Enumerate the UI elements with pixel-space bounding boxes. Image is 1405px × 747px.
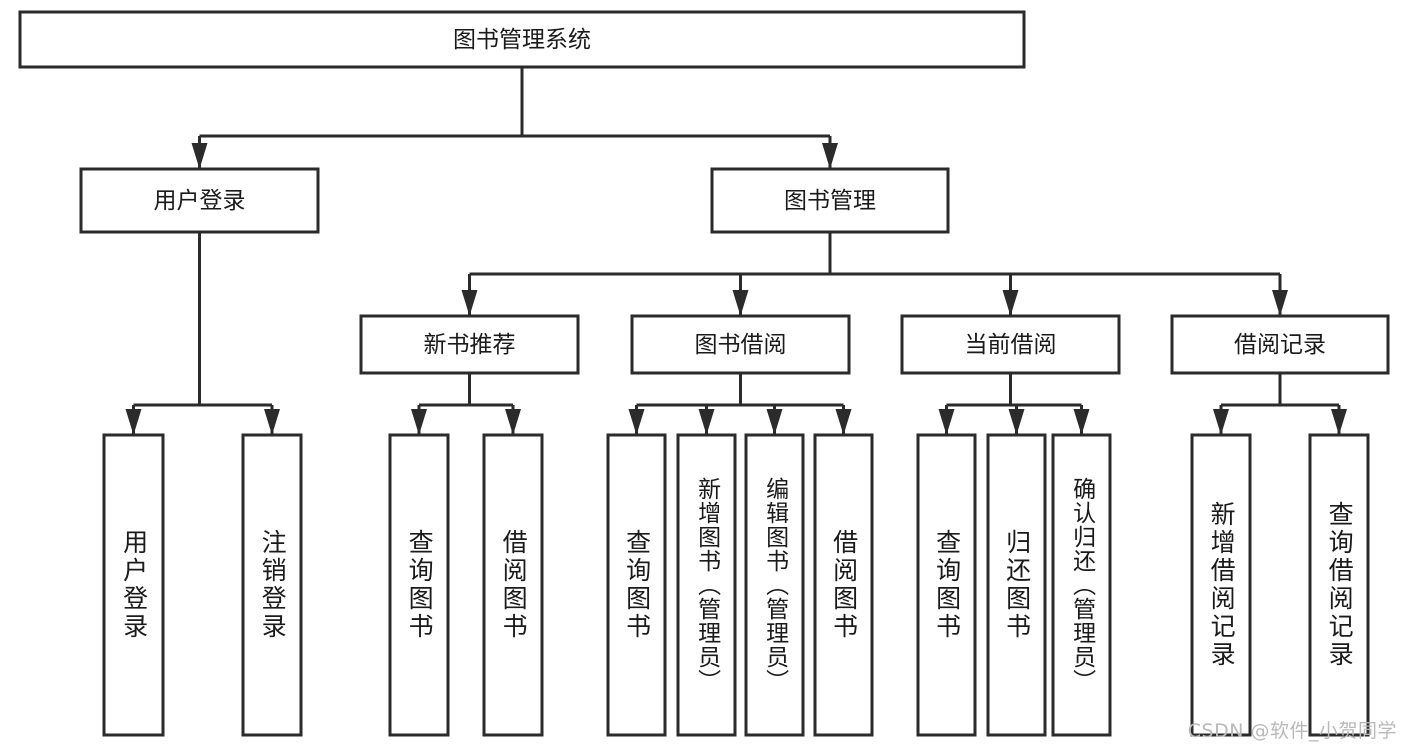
node-label-borrow-record: 借阅记录 <box>1234 332 1326 358</box>
arrowhead-leaf-return-book <box>1008 409 1025 435</box>
arrowhead-user-login <box>191 143 208 169</box>
connector-lines <box>125 67 1347 435</box>
arrowhead-leaf-borrow-book-recommend <box>505 409 521 435</box>
arrowhead-leaf-query-book-borrow <box>628 409 645 435</box>
node-box-leaf-borrow-book[interactable] <box>813 433 874 737</box>
arrowhead-leaf-user-login <box>125 409 142 435</box>
node-box-book-manage[interactable] <box>710 167 950 234</box>
node-box-leaf-user-login[interactable] <box>102 433 165 737</box>
node-box-borrow-record[interactable] <box>1170 314 1390 375</box>
arrowhead-book-borrow <box>732 290 749 316</box>
node-box-leaf-logout[interactable] <box>241 433 303 737</box>
arrowhead-leaf-logout <box>264 409 280 435</box>
node-box-leaf-add-book-admin[interactable] <box>676 433 737 737</box>
node-label-new-book-recommend: 新书推荐 <box>424 332 516 358</box>
node-box-leaf-edit-book-admin[interactable] <box>744 433 805 737</box>
node-label-current-borrow: 当前借阅 <box>965 332 1057 358</box>
arrowhead-book-manage <box>822 143 838 169</box>
arrowhead-leaf-add-borrow-record <box>1213 409 1229 435</box>
node-boxes <box>18 10 1390 737</box>
arrowhead-leaf-edit-book-admin <box>766 409 783 435</box>
arrowhead-leaf-add-book-admin <box>698 409 715 435</box>
node-label-root: 图书管理系统 <box>453 27 591 53</box>
arrowhead-leaf-query-borrow-record <box>1331 409 1347 435</box>
arrowhead-leaf-query-book-recommend <box>411 409 427 435</box>
node-box-user-login[interactable] <box>79 167 320 234</box>
node-box-leaf-query-book-recommend[interactable] <box>388 433 450 737</box>
node-box-leaf-query-book-borrow[interactable] <box>606 433 667 737</box>
arrowhead-leaf-borrow-book <box>835 409 852 435</box>
csdn-watermark: CSDN @软件_小贺同学 <box>1187 720 1397 742</box>
node-box-current-borrow[interactable] <box>900 314 1121 375</box>
node-box-root[interactable] <box>18 10 1026 69</box>
node-box-leaf-query-borrow-record[interactable] <box>1308 433 1370 737</box>
node-label-user-login: 用户登录 <box>154 188 246 214</box>
node-label-book-manage: 图书管理 <box>784 188 876 214</box>
arrowhead-leaf-query-book-current <box>938 409 955 435</box>
arrowhead-current-borrow <box>1002 290 1019 316</box>
node-box-leaf-borrow-book-recommend[interactable] <box>482 433 544 737</box>
node-box-leaf-confirm-return-admin[interactable] <box>1051 433 1112 737</box>
node-box-leaf-query-book-current[interactable] <box>916 433 977 737</box>
arrowhead-leaf-confirm-return-admin <box>1073 409 1090 435</box>
node-label-book-borrow: 图书借阅 <box>695 332 787 358</box>
arrowhead-new-book-recommend <box>461 290 478 316</box>
node-box-leaf-return-book[interactable] <box>986 433 1047 737</box>
node-box-new-book-recommend[interactable] <box>359 314 580 375</box>
node-box-leaf-add-borrow-record[interactable] <box>1190 433 1252 737</box>
arrowhead-borrow-record <box>1272 290 1288 316</box>
node-box-book-borrow[interactable] <box>630 314 851 375</box>
